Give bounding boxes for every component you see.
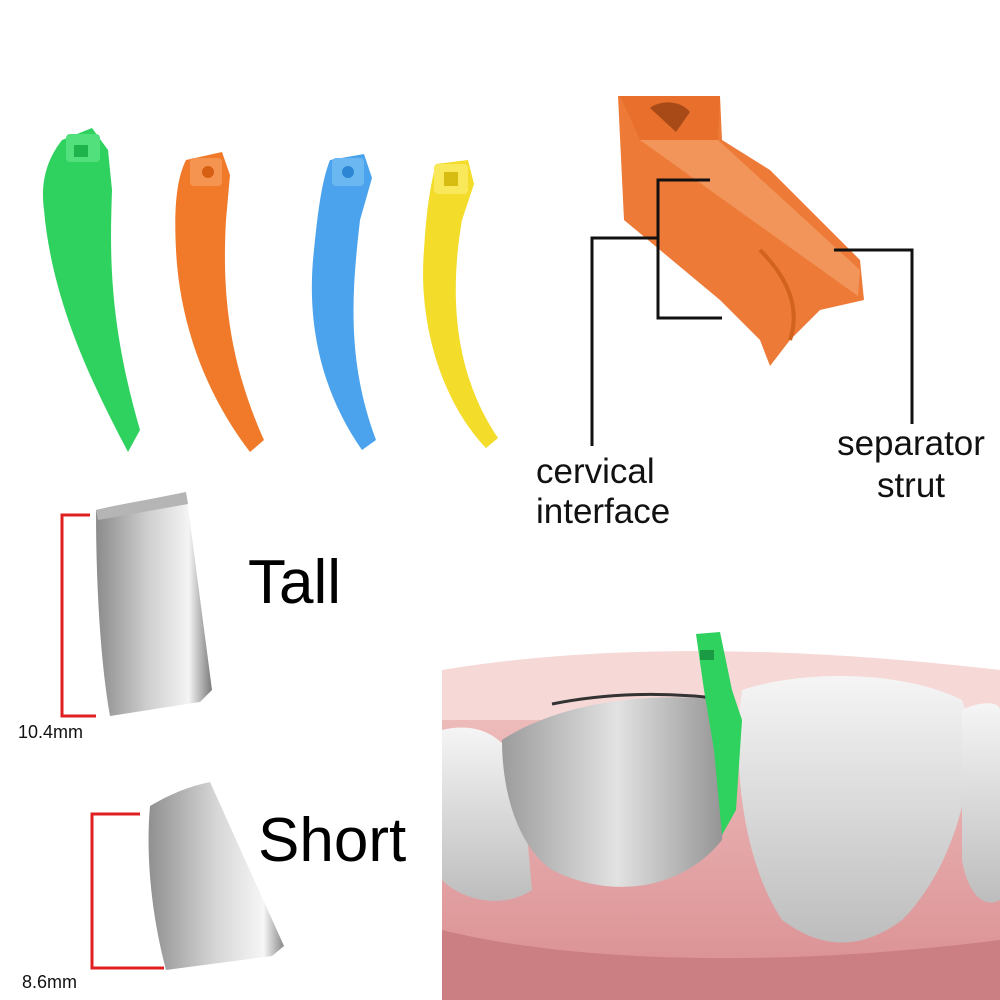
separator-line1: separator [837,424,985,463]
separator-line2: strut [876,466,946,505]
cervical-line1: cervical [536,452,655,491]
separator-strut-label: separator strut [826,423,996,507]
short-dimension: 8.6mm [22,972,78,992]
wedge-row [42,128,498,452]
short-matrix-band [90,782,284,970]
green-wedge [42,128,141,452]
orange-wedge [175,152,264,452]
tall-dimension-line [60,513,96,718]
blue-wedge [311,154,376,450]
tall-matrix-band [60,492,212,718]
short-label: Short [258,806,407,875]
cervical-interface-label: cervical interface [536,452,706,532]
wedge-detail-diagram [590,96,914,446]
teeth-illustration [442,632,1000,1000]
tall-label: Tall [248,548,342,617]
yellow-wedge [423,160,498,448]
short-dimension-line [90,812,164,970]
wedge-detail [618,96,864,366]
wedge-in-use [696,632,742,835]
cervical-line2: interface [536,492,671,531]
tall-dimension: 10.4mm [18,722,84,742]
leader-lines [590,178,914,446]
matrix-band-on-tooth [502,697,732,887]
